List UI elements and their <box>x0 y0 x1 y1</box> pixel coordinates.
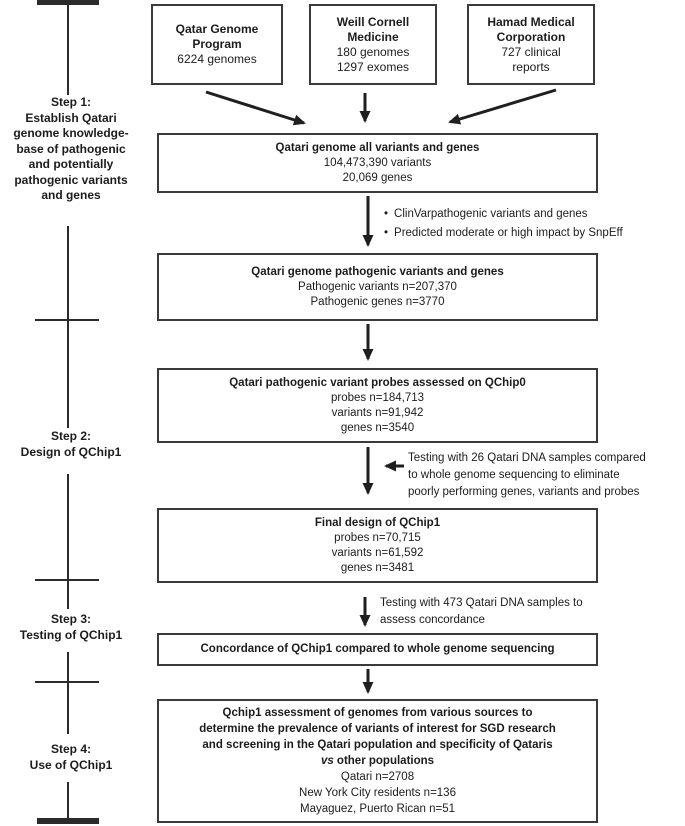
vs-rest: other populations <box>333 755 435 767</box>
timeline-segment-5 <box>67 782 69 818</box>
box-title-vs-line: vs other populations <box>321 753 434 769</box>
timeline-bottom-bar <box>37 818 99 824</box>
final-design-box: Final design of QChip1 probes n=70,715 v… <box>157 508 598 583</box>
source-title: Weill Cornell Medicine <box>336 14 410 44</box>
box-body: Qatari n=2708 New York City residents n=… <box>299 771 456 815</box>
arrow-hmc-to-all-variants <box>448 88 557 125</box>
source-detail: 727 clinical reports <box>501 44 561 74</box>
timeline-tick-2 <box>35 579 99 581</box>
source-title: Qatar Genome Program <box>175 22 259 51</box>
box-body: probes n=70,715 variants n=61,592 genes … <box>331 531 424 574</box>
box-body: Pathogenic variants n=207,370 Pathogenic… <box>298 280 457 308</box>
box-title: Concordance of QChip1 compared to whole … <box>200 643 555 655</box>
timeline-segment-2 <box>67 226 69 428</box>
timeline-tick-3 <box>35 681 99 683</box>
timeline-segment-4 <box>67 652 69 734</box>
box-body: 104,473,390 variants 20,069 genes <box>323 156 432 184</box>
qchip1-use-box: Qchip1 assessment of genomes from variou… <box>157 699 598 823</box>
filter-criteria-list: ClinVarpathogenic variants and genes Pre… <box>384 205 623 243</box>
box-title: Qatari genome pathogenic variants and ge… <box>251 265 504 278</box>
concordance-box: Concordance of QChip1 compared to whole … <box>157 633 598 666</box>
timeline-segment-1 <box>67 5 69 95</box>
filter-criterion: ClinVarpathogenic variants and genes <box>384 205 623 224</box>
qchip0-testing-note: Testing with 26 Qatari DNA samples compa… <box>408 452 646 498</box>
step-4-label: Step 4: Use of QChip1 <box>29 742 113 772</box>
all-variants-box: Qatari genome all variants and genes 104… <box>157 133 598 193</box>
source-box-hamad-medical: Hamad Medical Corporation 727 clinical r… <box>467 4 595 85</box>
box-title: Qatari genome all variants and genes <box>275 141 480 154</box>
timeline-tick-1 <box>35 319 99 321</box>
filter-criterion: Predicted moderate or high impact by Snp… <box>384 224 623 243</box>
source-title: Hamad Medical Corporation <box>487 14 575 44</box>
arrow-qgp-to-all-variants <box>205 90 306 126</box>
step-2-label: Step 2: Design of QChip1 <box>20 429 122 459</box>
source-box-qatar-genome-program: Qatar Genome Program 6224 genomes <box>151 4 283 85</box>
box-title: Qchip1 assessment of genomes from variou… <box>199 707 556 751</box>
timeline-segment-3 <box>67 474 69 609</box>
source-box-weill-cornell: Weill Cornell Medicine 180 genomes 1297 … <box>309 4 437 85</box>
box-title: Final design of QChip1 <box>314 516 441 529</box>
qchip0-probes-box: Qatari pathogenic variant probes assesse… <box>157 368 598 443</box>
step-3-label: Step 3: Testing of QChip1 <box>19 612 123 642</box>
vs-italic: vs <box>320 755 334 767</box>
source-detail: 180 genomes 1297 exomes <box>336 44 410 74</box>
pathogenic-variants-box: Qatari genome pathogenic variants and ge… <box>157 253 598 321</box>
timeline-top-bar <box>37 0 99 5</box>
source-detail: 6224 genomes <box>177 52 257 66</box>
box-title: Qatari pathogenic variant probes assesse… <box>229 376 526 389</box>
step-1-label: Step 1: Establish Qatari genome knowledg… <box>13 95 129 202</box>
box-body: probes n=184,713 variants n=91,942 genes… <box>330 391 425 434</box>
concordance-testing-note: Testing with 473 Qatari DNA samples to a… <box>380 597 583 626</box>
